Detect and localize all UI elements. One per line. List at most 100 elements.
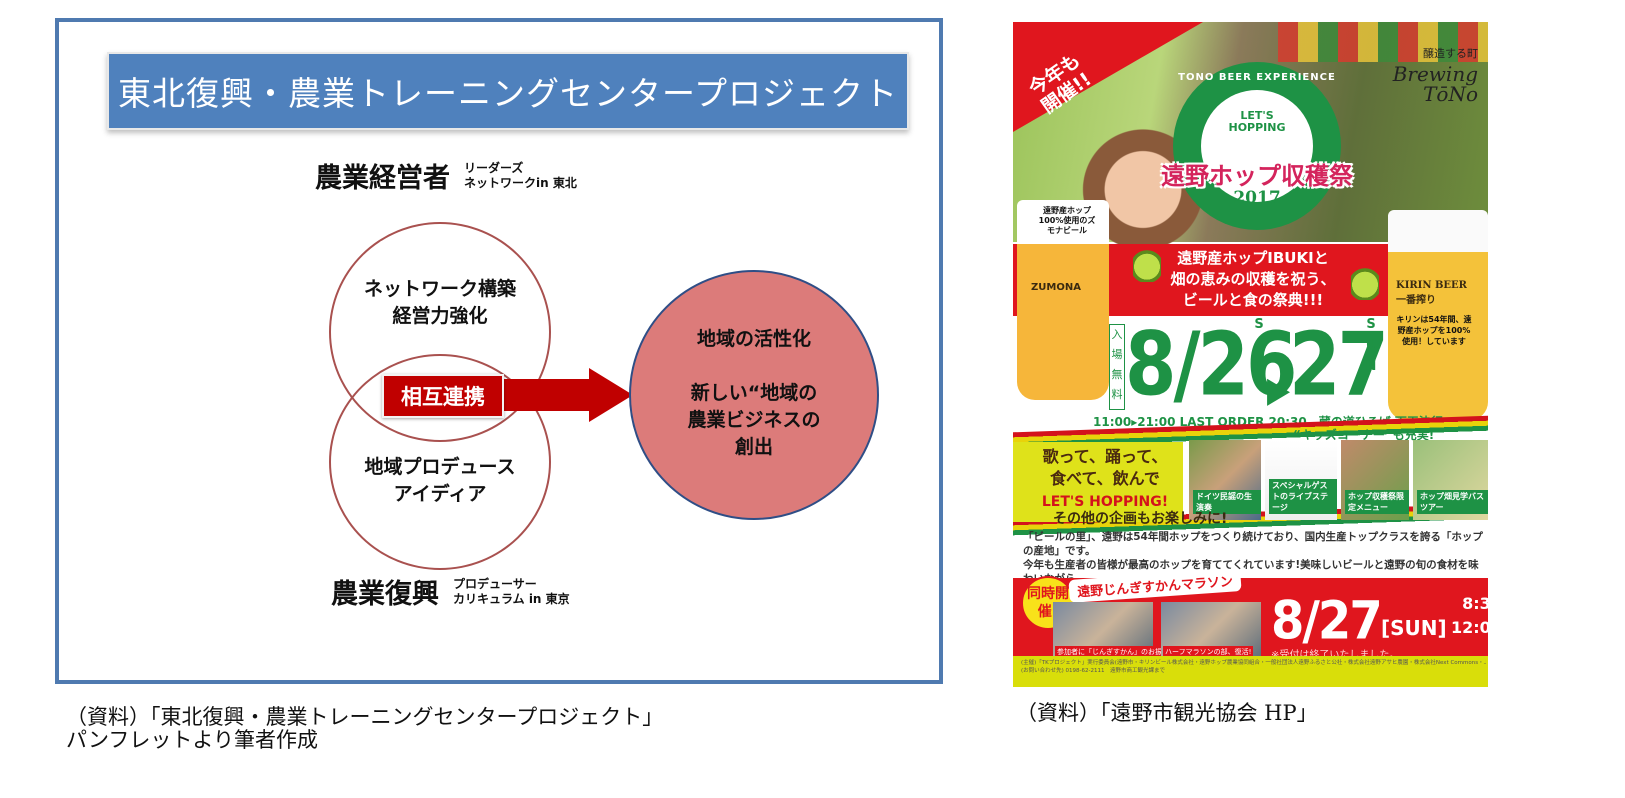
kirin-beer-glass: KIRIN BEER 一番搾り キリンは54年間、遠野産ホップを100%使用！し…: [1388, 210, 1488, 420]
top-label-sub-line2: ネットワークin 東北: [464, 175, 577, 190]
marathon-photo-label: 参加者に「じんぎすかん」のお振る舞い!: [1055, 646, 1188, 658]
photo-label: ドイツ民謡の生演奏: [1193, 490, 1261, 514]
slogan-line3: LET'S HOPPING!: [1041, 494, 1169, 510]
lower-circle-text: 地域プロデュース アイディア: [331, 454, 549, 508]
event-photo: ホップ収穫祭限定メニュー: [1341, 440, 1409, 520]
event-photo: ホップ畑見学バスツアー: [1413, 440, 1488, 520]
upper-circle-text: ネットワーク構築 経営力強化: [331, 276, 549, 330]
tagline-line1: 遠野産ホップIBUKIと: [1177, 249, 1329, 267]
top-label-sub-line1: リーダーズ: [464, 160, 524, 175]
brewing-main: Brewing TōNo: [1392, 62, 1478, 106]
brewing-tono-logo: 醸造する町 Brewing TōNo: [1360, 44, 1478, 104]
footer-text: (主催)「TKプロジェクト」実行委員会(遠野市・キリンビール株式会社・遠野ホップ…: [1021, 659, 1486, 675]
end-day-of-week: S U N: [1365, 314, 1377, 377]
logo-year: 2017: [1233, 188, 1281, 208]
footer-line1: (主催)「TKプロジェクト」実行委員会(遠野市・キリンビール株式会社・遠野ホップ…: [1021, 660, 1486, 666]
festival-logo: TONO BEER EXPERIENCE LET'S HOPPING 遠野ホップ…: [1161, 62, 1353, 230]
marathon-time-end: 12:00: [1451, 618, 1488, 637]
date-end: 27: [1289, 314, 1389, 416]
result-line3: 農業ビジネスの: [687, 409, 821, 431]
hop-festival-poster: 今年も 開催!! 醸造する町 Brewing TōNo TONO BEER EX…: [1013, 22, 1488, 687]
tagline-line3: ビールと食の祭典!!!: [1182, 291, 1324, 309]
bottom-label-sub: プロデューサー カリキュラム in 東京: [453, 577, 570, 607]
kirin-brand-name: KIRIN BEER: [1396, 280, 1467, 291]
poster-footer: (主催)「TKプロジェクト」実行委員会(遠野市・キリンビール株式会社・遠野ホップ…: [1013, 656, 1488, 687]
zumona-brand: ZUMONA: [1031, 282, 1081, 293]
bottom-label: 農業復興 プロデューサー カリキュラム in 東京: [331, 572, 570, 611]
brewing-small: 醸造する町: [1423, 47, 1478, 60]
slogan-line2: 食べて、飲んで: [1050, 469, 1160, 488]
mutual-cooperation-box: 相互連携: [382, 374, 504, 418]
marathon-photo-runners: ハーフマラソンの部、復活!: [1161, 602, 1261, 660]
other-events-text: その他の企画もお楽しみに!: [1053, 511, 1228, 527]
hop-icon: [1133, 248, 1161, 282]
footer-line2: (お問い合わせ先) 0198-62-2111 遠野市商工観光課まで: [1021, 668, 1166, 674]
marathon-date: 8/27: [1271, 590, 1383, 652]
photo-label: ホップ畑見学バスツアー: [1417, 490, 1488, 514]
kirin-brand-sub: 一番搾り: [1396, 295, 1436, 306]
marathon-note: ※受付は終了いたしました。: [1271, 646, 1399, 661]
upper-circle-line1: ネットワーク構築: [363, 278, 516, 300]
tagline-line2: 畑の恵みの収穫を祝う、: [1170, 270, 1336, 288]
result-line1: 地域の活性化: [696, 328, 811, 350]
date-start: 8/26: [1125, 314, 1297, 416]
bottom-label-main: 農業復興: [331, 579, 439, 610]
event-photo: ドイツ民謡の生演奏: [1189, 440, 1261, 520]
desc-line1: 「ビールの里」、遠野は54年間ホップをつくり続けており、国内生産トップクラスを誇…: [1023, 531, 1483, 557]
free-admission-label: 入場無料: [1109, 324, 1125, 410]
left-caption-line1: （資料）「東北復興・農業トレーニングセンタープロジェクト」: [66, 705, 664, 729]
logo-ring-text: TONO BEER EXPERIENCE: [1178, 72, 1336, 83]
event-photo: スペシャルゲストのライブステージ: [1265, 440, 1337, 520]
left-caption: （資料）「東北復興・農業トレーニングセンタープロジェクト」 パンフレットより筆者…: [66, 706, 663, 752]
result-circle: 地域の活性化 新しい“地域の 農業ビジネスの 創出: [629, 270, 879, 520]
wave-slogan: 歌って、踊って、 食べて、飲んで LET'S HOPPING!: [1025, 446, 1185, 513]
project-diagram-frame: 東北復興・農業トレーニングセンタープロジェクト 農業経営者 リーダーズ ネットワ…: [55, 18, 943, 684]
right-caption: （資料）「遠野市観光協会 HP」: [1016, 701, 1318, 725]
kirin-note: キリンは54年間、遠野産ホップを100%使用！しています: [1396, 315, 1472, 346]
mutual-cooperation-label: 相互連携: [401, 385, 485, 409]
zumona-beer-glass: 遠野産ホップ100%使用のズモナビール ZUMONA: [1017, 200, 1109, 400]
lower-circle-line2: アイディア: [393, 483, 487, 505]
slogan-line1: 歌って、踊って、: [1042, 447, 1168, 466]
dow-char: T: [1254, 359, 1264, 374]
tent-photo: [1278, 22, 1488, 62]
dow-char: S: [1254, 317, 1264, 332]
dow-char: S: [1366, 317, 1376, 332]
logo-inner: [1201, 90, 1313, 202]
arrow-shaft: [497, 379, 597, 411]
hop-icon: [1351, 266, 1379, 300]
lower-circle-line1: 地域プロデュース: [364, 456, 516, 478]
photo-label: スペシャルゲストのライブステージ: [1269, 479, 1337, 514]
logo-title: 遠野ホップ収穫祭: [1161, 162, 1353, 190]
bottom-label-sub-line1: プロデューサー: [453, 576, 537, 591]
tagline: 遠野産ホップIBUKIと 畑の恵みの収穫を祝う、 ビールと食の祭典!!!: [1133, 248, 1373, 311]
top-label-sub: リーダーズ ネットワークin 東北: [464, 161, 577, 191]
marathon-day-of-week: [SUN]: [1381, 616, 1447, 640]
corner-ribbon: [1013, 22, 1203, 132]
festival-date: 8/26: [1125, 306, 1297, 424]
diagram-title: 東北復興・農業トレーニングセンタープロジェクト: [117, 74, 899, 113]
marathon-photo-label: ハーフマラソンの部、復活!: [1163, 646, 1254, 658]
kirin-brand: KIRIN BEER 一番搾り: [1396, 280, 1467, 306]
top-label-main: 農業経営者: [315, 163, 450, 194]
logo-lets-hopping: LET'S HOPPING: [1173, 110, 1341, 134]
kids-corner-text: “キッズコーナー”も充実!: [1293, 428, 1435, 442]
result-circle-text: 地域の活性化 新しい“地域の 農業ビジネスの 創出: [631, 326, 877, 461]
wave-yellow-panel: [1013, 442, 1183, 522]
lower-circle: 地域プロデュース アイディア: [329, 354, 551, 570]
bottom-label-sub-line2: カリキュラム in 東京: [453, 591, 570, 606]
photo-label: ホップ収穫祭限定メニュー: [1345, 490, 1409, 514]
upper-circle-line2: 経営力強化: [392, 305, 488, 327]
marathon-time-start: 8:30: [1462, 594, 1488, 613]
dow-char: U: [1365, 338, 1377, 353]
marathon-time: 8:30 12:00: [1451, 592, 1488, 640]
marathon-photo-jingisukan: 参加者に「じんぎすかん」のお振る舞い!: [1053, 602, 1188, 660]
logo-hopping: HOPPING: [1228, 121, 1286, 134]
result-line4: 創出: [734, 436, 773, 458]
dow-char: N: [1365, 359, 1377, 374]
arrow-right-icon: [589, 368, 633, 422]
diagram-title-banner: 東北復興・農業トレーニングセンタープロジェクト: [107, 52, 909, 130]
logo-lets: LET'S: [1240, 109, 1274, 122]
zumona-note: 遠野産ホップ100%使用のズモナビール: [1038, 206, 1096, 235]
result-line2: 新しい“地域の: [690, 382, 818, 404]
